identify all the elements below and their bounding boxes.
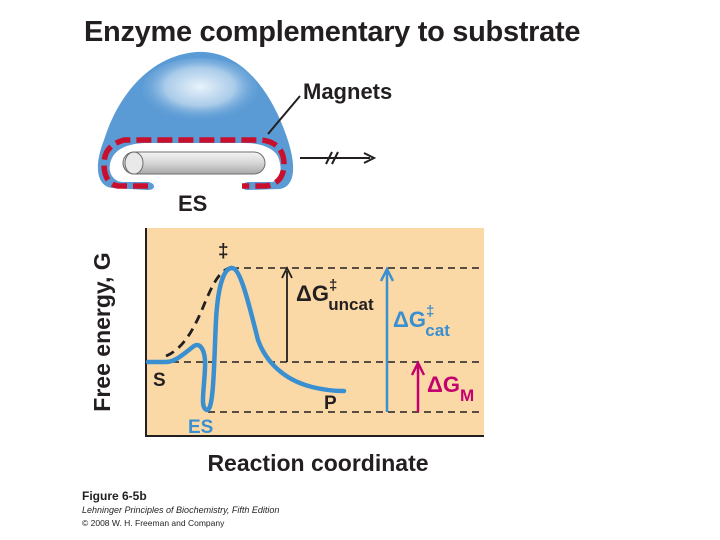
y-axis-label: Free energy, G	[89, 252, 115, 411]
substrate-label: S	[153, 370, 166, 391]
es-complex-label: ES	[178, 191, 207, 216]
magnets-label: Magnets	[303, 79, 392, 104]
x-axis-label: Reaction coordinate	[207, 450, 428, 476]
energy-diagram: ‡ S ES P ΔG‡uncat ΔG‡cat ΔGM Free energy…	[89, 228, 484, 476]
blocked-arrow	[300, 152, 374, 164]
substrate-tube	[123, 152, 265, 174]
figure-number: Figure 6-5b	[82, 489, 147, 503]
enzyme-highlight	[142, 58, 258, 122]
copyright-notice: © 2008 W. H. Freeman and Company	[82, 518, 224, 528]
product-label: P	[324, 393, 337, 414]
substrate-tube-end	[125, 152, 143, 174]
transition-state-label: ‡	[218, 241, 229, 262]
book-title: Lehninger Principles of Biochemistry, Fi…	[82, 505, 279, 515]
es-complex-energy-label: ES	[188, 417, 213, 438]
enzyme-illustration: Magnets ES	[98, 52, 392, 216]
